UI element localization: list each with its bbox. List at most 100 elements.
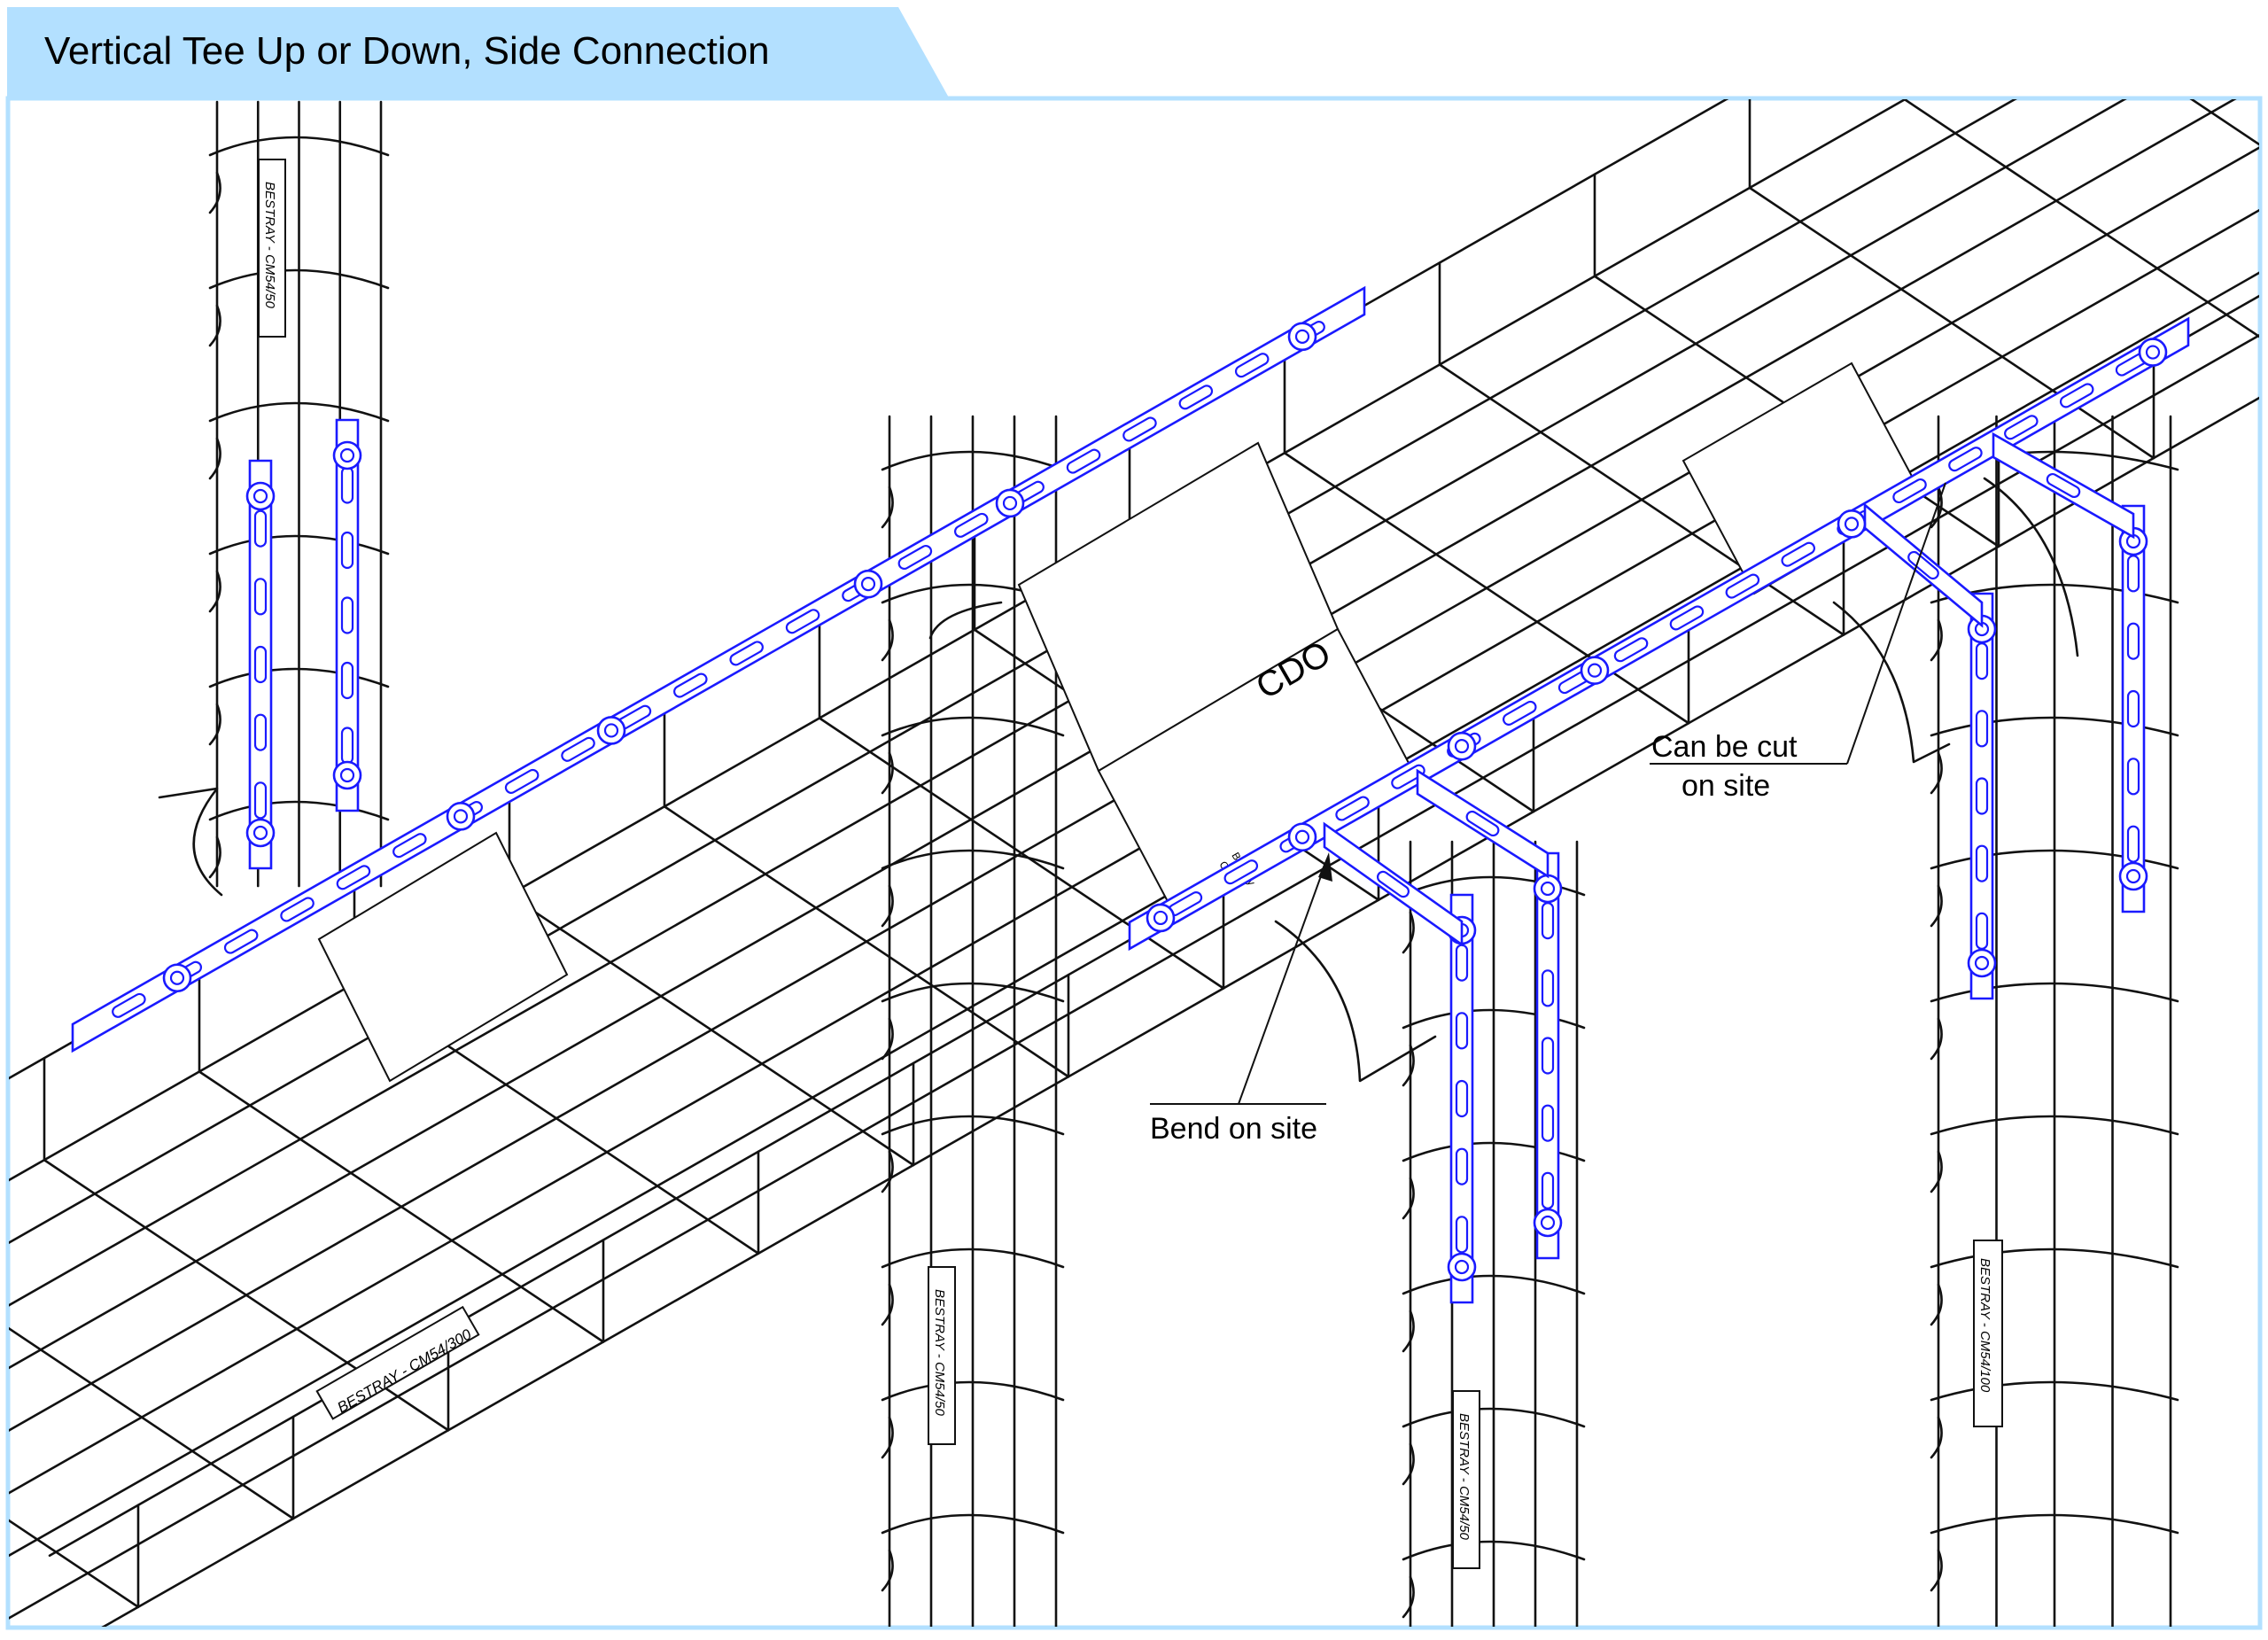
title-band: [7, 7, 950, 99]
loop-wire: [881, 1380, 1065, 1459]
bracket-slot: [1975, 844, 1989, 882]
vertical-strap: [335, 418, 360, 812]
bracket-slot: [1178, 385, 1214, 410]
loop-wire: [208, 800, 390, 879]
bracket-slot: [1975, 710, 1989, 748]
loop-wire: [881, 1115, 1065, 1193]
bracket-slot: [2126, 758, 2140, 796]
bracket-slot: [1391, 764, 1425, 789]
loop-wire: [881, 1513, 1065, 1592]
bolt-icon: [1580, 656, 1610, 685]
tray-label-vertical-right: BESTRAY - CM54/100: [1973, 1240, 2003, 1427]
bracket-strip: [1449, 893, 1474, 1304]
vertical-strap: [1449, 893, 1474, 1304]
bracket-slot: [1781, 541, 1815, 567]
loop-wire: [881, 849, 1065, 928]
svg-text:BESTRAY - CM54/50: BESTRAY - CM54/50: [262, 182, 277, 308]
svg-text:BESTRAY - CM54/50: BESTRAY - CM54/50: [1456, 1413, 1472, 1540]
loop-wire: [1402, 1407, 1586, 1486]
bracket-slot: [1613, 637, 1649, 663]
loop-wire: [208, 667, 390, 746]
vertical-strap: [248, 459, 273, 870]
bracket-slot: [253, 713, 268, 751]
bolt-icon: [162, 963, 192, 993]
bracket-slot: [1948, 447, 1983, 472]
cross-wire: [1438, 261, 1845, 636]
bracket-strip: [2121, 504, 2146, 913]
loop-wire: [1402, 1274, 1586, 1353]
bracket-slot: [1455, 1216, 1469, 1254]
bend-guides: [158, 477, 2079, 1083]
svg-text:Can be cut: Can be cut: [1651, 730, 1798, 764]
bolt-icon: [1287, 322, 1317, 352]
loop-wire: [881, 1247, 1065, 1326]
cross-wire: [1748, 99, 2155, 460]
cross-wire: [1283, 349, 1690, 725]
vertical-strap: [1535, 851, 1560, 1260]
bracket-slot: [1892, 478, 1927, 504]
bracket-slot: [340, 596, 354, 634]
loop-wire: [208, 401, 390, 480]
bolt-icon: [1837, 509, 1867, 539]
tray-label-vertical-middle: BESTRAY - CM54/50: [928, 1266, 956, 1445]
bracket-slot: [340, 531, 354, 570]
bracket-slot: [2126, 825, 2140, 863]
tray-label-vertical-top-left: BESTRAY - CM54/50: [258, 159, 286, 338]
bracket-slot: [340, 661, 354, 700]
page-title: Vertical Tee Up or Down, Side Connection: [44, 29, 770, 73]
loop-wire: [1402, 1141, 1586, 1220]
cross-wire: [663, 703, 1070, 1078]
bracket-slot: [785, 609, 820, 634]
svg-text:on site: on site: [1682, 769, 1770, 803]
bracket-slot: [729, 641, 764, 666]
bracket-slot: [2004, 415, 2039, 440]
loop-wire: [208, 136, 390, 214]
floor-wire: [101, 396, 2259, 1627]
bolt-icon: [1447, 731, 1477, 761]
loop-wire: [1930, 1513, 2179, 1592]
bracket-strip: [71, 285, 1366, 1053]
bracket-slot: [1725, 573, 1760, 599]
bracket-slot: [2126, 689, 2140, 728]
loop-wire: [1930, 1247, 2179, 1326]
bolt-icon: [1533, 1208, 1563, 1238]
bracket-slot: [1455, 1147, 1469, 1185]
svg-text:BESTRAY - CM54/50: BESTRAY - CM54/50: [932, 1289, 947, 1416]
bolt-icon: [245, 481, 276, 511]
bracket-slot: [1541, 1037, 1555, 1075]
bolt-icon: [1533, 874, 1563, 904]
bracket-strip: [248, 459, 273, 870]
bracket-slot: [2126, 622, 2140, 660]
bracket-strip: [1969, 592, 1994, 1000]
bracket-slot: [1335, 796, 1370, 821]
bracket-slot: [1975, 777, 1989, 815]
bracket-slot: [1541, 969, 1555, 1007]
cross-wire: [818, 615, 1225, 990]
bracket-slot: [1503, 700, 1537, 726]
bracket-slot: [1376, 870, 1410, 898]
bolt-icon: [2138, 338, 2168, 367]
loop-wire: [1930, 982, 2179, 1061]
bracket-strip: [1535, 851, 1560, 1260]
bracket-strip: [1128, 316, 2190, 952]
bracket-slot: [1455, 1012, 1469, 1050]
loop-wire: [208, 534, 390, 613]
bracket-slot: [253, 509, 268, 548]
bracket-slot: [1669, 605, 1705, 631]
bolt-icon: [1967, 948, 1997, 978]
bracket-slot: [1122, 416, 1157, 442]
cross-wire: [508, 791, 915, 1167]
loop-wire: [208, 268, 390, 347]
cross-wire: [1903, 99, 2259, 338]
vertical-tray: [208, 100, 390, 888]
bolt-icon: [1287, 822, 1317, 852]
bracket-slot: [253, 578, 268, 616]
diagram-frame: [5, 96, 2263, 1630]
bracket-slot: [1465, 810, 1500, 837]
bracket-slot: [673, 672, 708, 698]
bracket-slot: [504, 768, 540, 794]
bracket-slot: [953, 512, 989, 538]
annotation-bend-on-site: Bend on site: [1150, 852, 1332, 1146]
bracket-slot: [280, 897, 315, 922]
bracket-slot: [2059, 383, 2094, 408]
